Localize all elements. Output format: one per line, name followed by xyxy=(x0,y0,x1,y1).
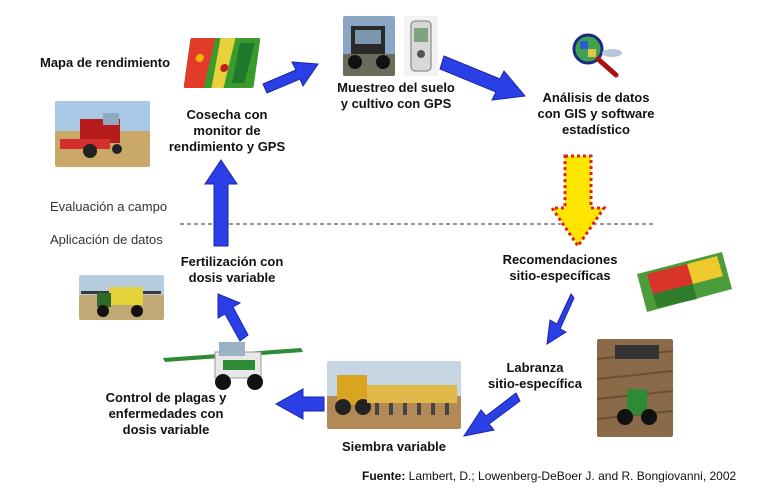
label-fertilization: Fertilización con dosis variable xyxy=(180,254,284,285)
zone-label-data-application: Aplicación de datos xyxy=(50,232,163,247)
label-sampling: Muestreo del suelo y cultivo con GPS xyxy=(337,80,455,111)
arrow-analysis-to-recommendations xyxy=(549,154,607,249)
combine-harvester-image xyxy=(55,101,150,167)
prescription-map-image xyxy=(627,244,735,314)
handheld-gps-image xyxy=(404,16,438,76)
source-text: Lambert, D.; Lowenberg-DeBoer J. and R. … xyxy=(405,469,737,483)
source-citation: Fuente: Lambert, D.; Lowenberg-DeBoer J.… xyxy=(362,469,736,483)
yield-map-image xyxy=(183,38,261,88)
label-yield-map: Mapa de rendimiento xyxy=(40,55,171,70)
fertilizer-applicator-image xyxy=(79,275,164,320)
label-harvest: Cosecha con monitor de rendimiento y GPS xyxy=(168,107,286,154)
arrow-fertilization-to-harvest xyxy=(204,159,238,247)
tractor-field-image xyxy=(597,339,673,437)
arrow-tillage-to-sowing xyxy=(462,392,521,437)
seed-drill-image xyxy=(327,361,461,429)
label-sowing: Siembra variable xyxy=(341,439,447,454)
label-pest-control: Control de plagas y enfermedades con dos… xyxy=(105,390,227,437)
arrow-sampling-to-analysis xyxy=(439,55,526,101)
gis-magnifier-icon xyxy=(568,31,630,81)
arrow-sowing-to-pest-control xyxy=(274,388,325,420)
arrow-recommendations-to-tillage xyxy=(546,293,575,345)
arrow-pest-control-to-fertilization xyxy=(217,293,249,342)
label-analysis: Análisis de datos con GIS y software est… xyxy=(537,90,655,137)
arrow-harvest-to-sampling xyxy=(262,61,319,94)
zone-label-field-evaluation: Evaluación a campo xyxy=(50,199,168,214)
label-recommendations: Recomendaciones sitio-específicas xyxy=(502,252,618,283)
sprayer-image xyxy=(163,338,305,394)
source-label: Fuente: xyxy=(362,469,406,483)
gps-sampling-vehicle-image xyxy=(343,16,395,76)
label-tillage: Labranza sitio-específica xyxy=(488,360,582,391)
